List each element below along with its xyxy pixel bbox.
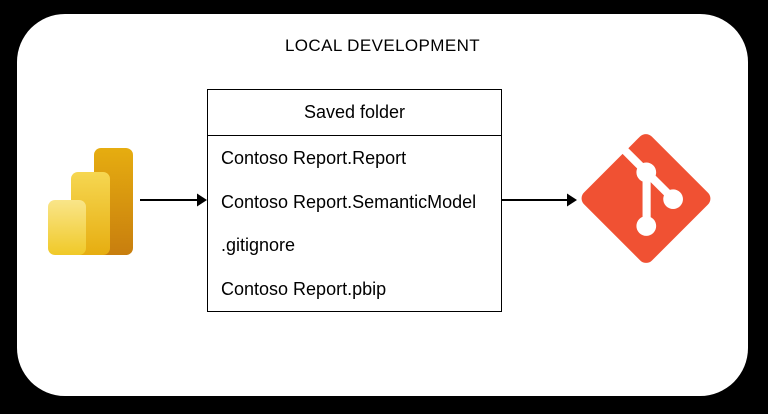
folder-item-semantic-model: Contoso Report.SemanticModel <box>221 191 477 212</box>
git-icon <box>581 134 711 263</box>
folder-item-report: Contoso Report.Report <box>221 147 407 168</box>
arrow-folder-to-git <box>502 193 577 207</box>
arrow-powerbi-to-folder <box>140 193 207 207</box>
folder-item-gitignore: .gitignore <box>221 235 296 256</box>
git-diamond-branch-glyph <box>581 134 711 263</box>
saved-folder-box: Saved folder Contoso Report.Report Conto… <box>207 89 502 312</box>
saved-folder-items: Contoso Report.Report Contoso Report.Sem… <box>208 136 501 311</box>
saved-folder-header: Saved folder <box>208 90 501 136</box>
pbi-short-bar <box>48 200 86 255</box>
folder-item-pbip: Contoso Report.pbip <box>221 279 387 300</box>
diagram-title: LOCAL DEVELOPMENT <box>284 36 481 55</box>
power-bi-icon <box>48 148 133 255</box>
